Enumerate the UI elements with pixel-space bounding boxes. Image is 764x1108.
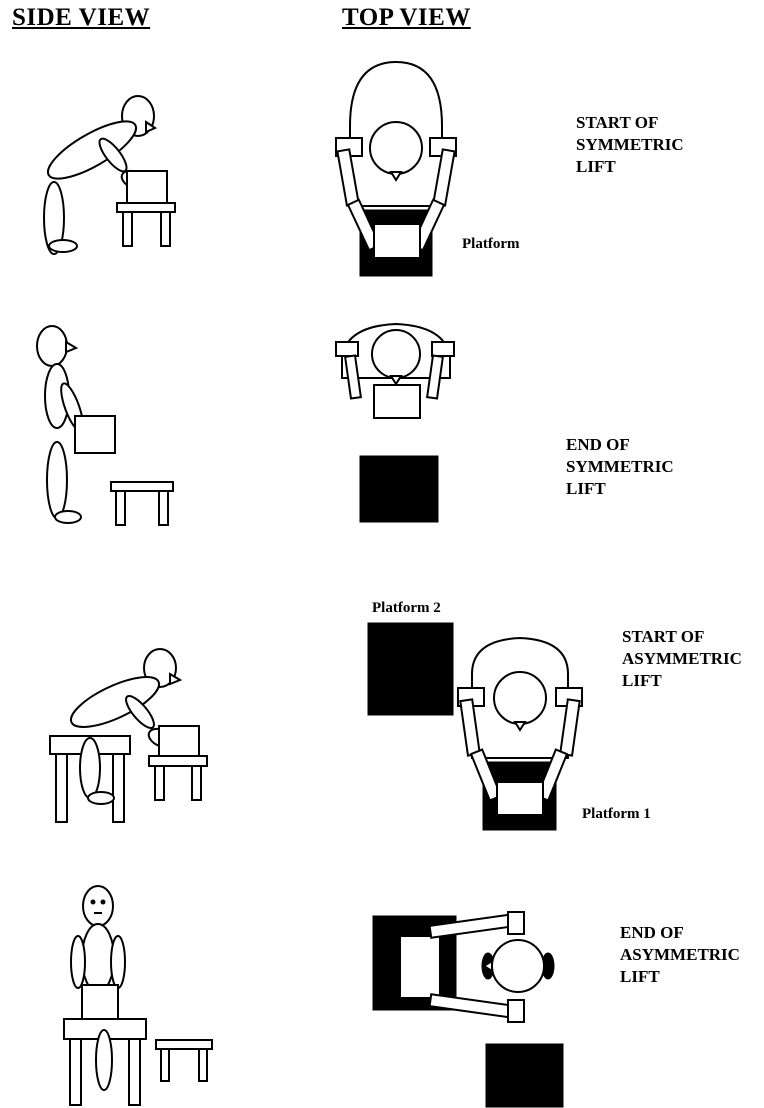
- side-figure-bending-1: [41, 96, 175, 254]
- leg: [96, 1030, 112, 1090]
- platform-1: [486, 1044, 563, 1107]
- foot: [88, 792, 114, 804]
- head: [372, 330, 420, 378]
- table-leg: [199, 1049, 207, 1081]
- table-leg: [161, 212, 170, 246]
- table-leg: [155, 766, 164, 800]
- platform-1-top: [156, 1040, 212, 1049]
- table-leg: [70, 1039, 81, 1105]
- eye: [91, 900, 95, 904]
- table-leg: [161, 1049, 169, 1081]
- box: [75, 416, 115, 453]
- leg: [80, 738, 100, 798]
- top-figure-1: [336, 62, 456, 276]
- nose: [66, 342, 76, 352]
- head: [83, 886, 113, 926]
- box: [497, 782, 543, 815]
- table-leg: [116, 491, 125, 525]
- platform: [360, 456, 438, 522]
- right-shoulder: [432, 342, 454, 356]
- side-figure-standing-2: [37, 326, 173, 525]
- table-top: [117, 203, 175, 212]
- platform-1-top: [149, 756, 207, 766]
- foot: [55, 511, 81, 523]
- table-leg: [192, 766, 201, 800]
- torso: [82, 924, 114, 992]
- top-figure-2: [336, 324, 454, 522]
- top-figure-4: [373, 912, 563, 1107]
- head: [37, 326, 67, 366]
- head: [494, 672, 546, 724]
- box: [82, 985, 118, 1019]
- box: [374, 224, 420, 258]
- box: [400, 936, 440, 998]
- side-figure-front-4: [64, 886, 212, 1105]
- head: [492, 940, 544, 992]
- box: [159, 726, 199, 756]
- table-leg: [129, 1039, 140, 1105]
- table-leg: [159, 491, 168, 525]
- side-figure-asymmetric-3: [50, 649, 207, 822]
- right-arm: [111, 936, 125, 988]
- head: [370, 122, 422, 174]
- table-top: [111, 482, 173, 491]
- table-leg: [123, 212, 132, 246]
- box: [374, 385, 420, 418]
- table-leg: [113, 754, 124, 822]
- platform-2: [368, 623, 453, 715]
- eye: [101, 900, 105, 904]
- table-leg: [56, 754, 67, 822]
- nose: [391, 376, 401, 384]
- left-arm: [71, 936, 85, 988]
- box: [127, 171, 167, 203]
- left-shoulder: [336, 342, 358, 356]
- foot: [49, 240, 77, 252]
- upper-arm-bottom: [430, 994, 516, 1018]
- leg: [47, 442, 67, 518]
- shoulder-bottom: [508, 1000, 524, 1022]
- top-figure-3: [368, 623, 582, 830]
- shoulder-top: [508, 912, 524, 934]
